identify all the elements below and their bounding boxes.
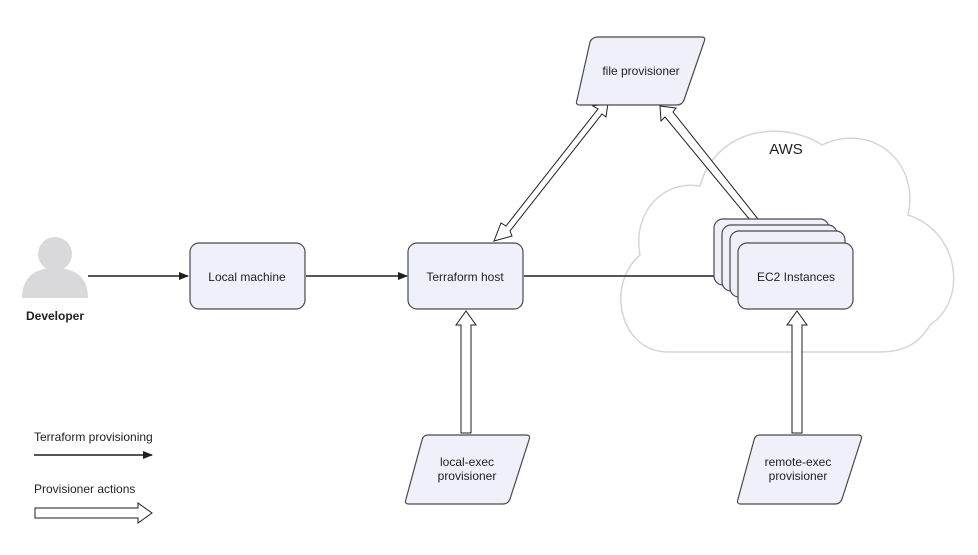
local-exec-provisioner-label-line1: local-exec	[440, 455, 494, 469]
hollow-arrow-local-exec-to-terraform-host	[455, 310, 477, 434]
local-machine-node	[189, 242, 306, 310]
legend: Terraform provisioning Provisioner actio…	[34, 430, 153, 524]
file-provisioner-label: file provisioner	[602, 64, 679, 78]
hollow-arrow-remote-exec-to-ec2	[786, 310, 808, 434]
legend-terraform-provisioning-label: Terraform provisioning	[34, 430, 153, 444]
developer-label: Developer	[26, 309, 84, 323]
legend-provisioner-actions-arrow	[34, 502, 153, 524]
hollow-arrow-file-provisioner-terraform-host	[493, 102, 609, 242]
local-exec-provisioner-node	[404, 434, 531, 505]
local-exec-provisioner-label-line2: provisioner	[438, 469, 497, 483]
ec2-instances-node	[737, 242, 854, 310]
local-machine-label: Local machine	[208, 270, 286, 284]
legend-provisioner-actions-label: Provisioner actions	[34, 482, 135, 496]
file-provisioner-node	[575, 36, 706, 106]
ec2-instances-stack	[713, 218, 854, 310]
developer-person-icon	[22, 237, 88, 298]
terraform-host-label: Terraform host	[426, 270, 504, 284]
terraform-host-node	[407, 242, 524, 310]
aws-cloud-label: AWS	[769, 141, 803, 158]
remote-exec-provisioner-label-line2: provisioner	[769, 469, 828, 483]
ec2-instances-label: EC2 Instances	[757, 270, 835, 284]
remote-exec-provisioner-node	[736, 434, 863, 505]
remote-exec-provisioner-label-line1: remote-exec	[765, 455, 832, 469]
